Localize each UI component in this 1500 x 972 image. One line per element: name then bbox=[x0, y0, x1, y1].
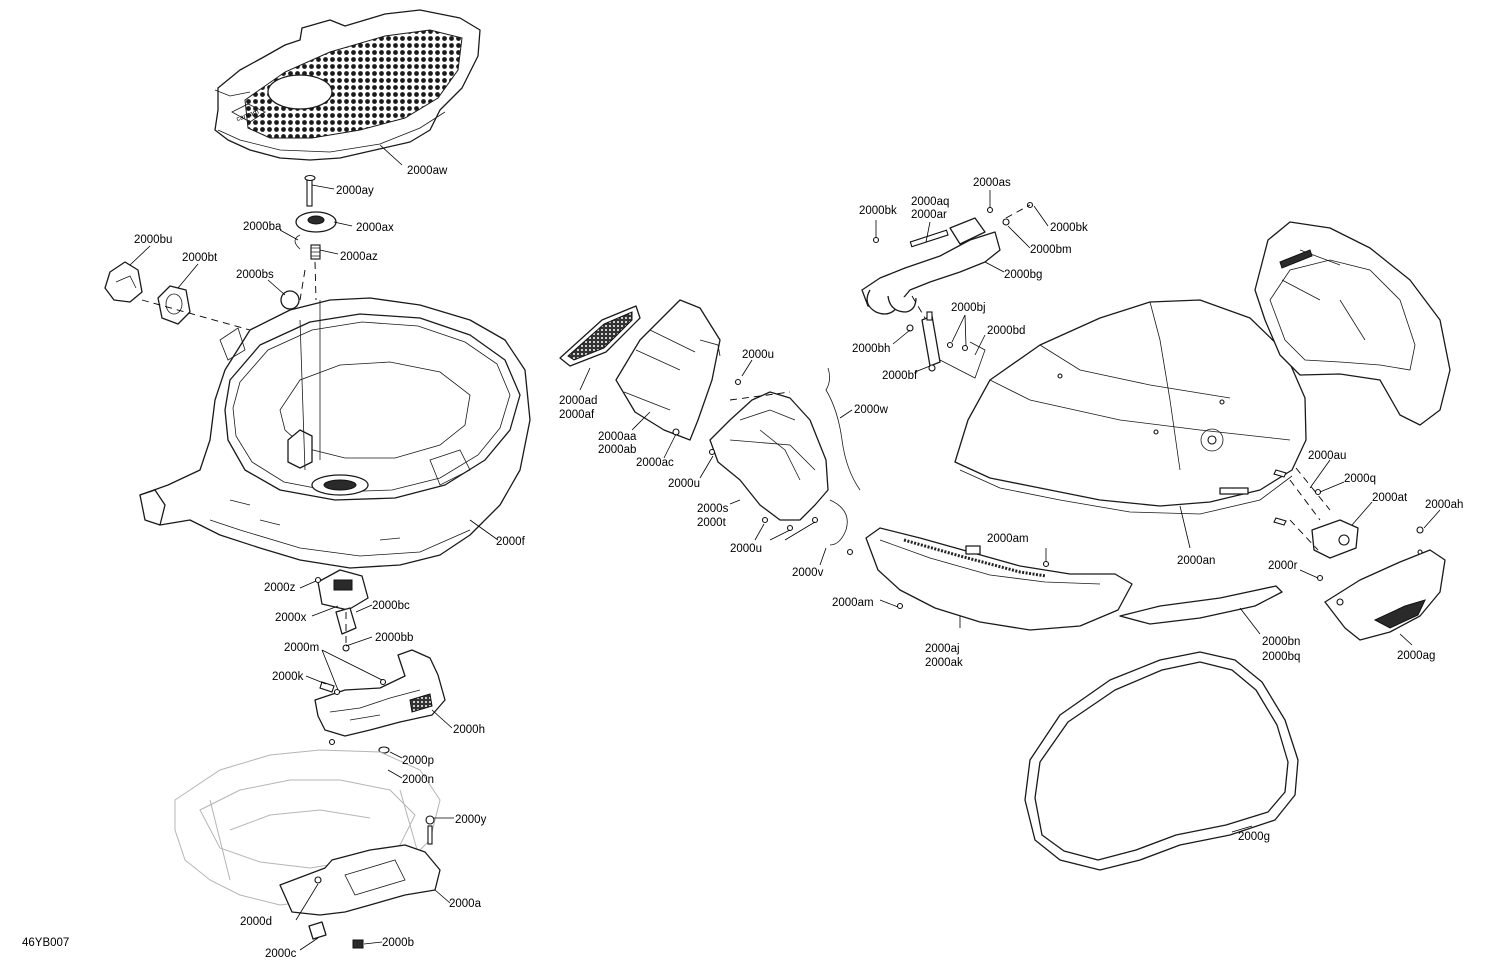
lid bbox=[954, 299, 1307, 515]
badge-cover bbox=[1324, 526, 1446, 641]
callout-2000bs: 2000bs bbox=[236, 269, 274, 281]
assembly-lines bbox=[299, 204, 1331, 645]
trim-strip bbox=[1119, 585, 1283, 625]
callout-2000bt: 2000bt bbox=[182, 252, 218, 264]
callout-2000ar: 2000ar bbox=[911, 209, 947, 221]
callout-2000k: 2000k bbox=[272, 671, 304, 683]
callout-2000ab: 2000ab bbox=[598, 444, 636, 456]
callout-2000at: 2000at bbox=[1372, 492, 1408, 504]
hinge-strut bbox=[861, 201, 1034, 379]
callout-2000bg: 2000bg bbox=[1004, 269, 1042, 281]
lower-bracket bbox=[314, 649, 446, 772]
cable-w bbox=[825, 367, 861, 556]
callout-2000bb: 2000bb bbox=[375, 632, 413, 644]
callout-2000m: 2000m bbox=[284, 642, 319, 654]
hardware-stack-top bbox=[294, 174, 337, 301]
callout-2000b: 2000b bbox=[382, 937, 414, 949]
callout-2000af: 2000af bbox=[559, 409, 595, 421]
callout-2000ag: 2000ag bbox=[1397, 650, 1435, 662]
mounting-plate bbox=[279, 815, 441, 949]
callout-2000az: 2000az bbox=[340, 251, 378, 263]
callout-2000an: 2000an bbox=[1177, 555, 1215, 567]
callout-2000p: 2000p bbox=[402, 755, 434, 767]
leader-f bbox=[469, 519, 499, 541]
callout-2000r: 2000r bbox=[1268, 560, 1298, 572]
storage-bin bbox=[139, 297, 531, 569]
callout-2000u-left: 2000u bbox=[668, 478, 700, 490]
callout-2000z: 2000z bbox=[264, 582, 296, 594]
callout-2000ax: 2000ax bbox=[356, 222, 394, 234]
callout-2000ac: 2000ac bbox=[636, 457, 674, 469]
rear-latch bbox=[1273, 469, 1359, 582]
callout-2000bc: 2000bc bbox=[372, 600, 410, 612]
callout-2000bf: 2000bf bbox=[882, 370, 918, 382]
callout-2000h: 2000h bbox=[453, 724, 485, 736]
callout-2000bd: 2000bd bbox=[987, 325, 1025, 337]
front-fairing bbox=[865, 527, 1133, 631]
callout-2000as: 2000as bbox=[973, 177, 1011, 189]
mesh-panel bbox=[559, 305, 641, 367]
callout-2000x: 2000x bbox=[275, 612, 307, 624]
callout-2000u-bottom: 2000u bbox=[730, 543, 762, 555]
callout-labels: 2000aw 2000ay 2000ax 2000ba 2000az 2000b… bbox=[134, 165, 1463, 960]
callout-2000ad: 2000ad bbox=[559, 395, 597, 407]
callout-2000aw: 2000aw bbox=[407, 165, 448, 177]
callout-2000ak: 2000ak bbox=[925, 657, 963, 669]
callout-2000bn: 2000bn bbox=[1262, 636, 1300, 648]
callout-2000bh: 2000bh bbox=[852, 343, 890, 355]
callout-2000bk-right: 2000bk bbox=[1050, 222, 1088, 234]
callout-2000c: 2000c bbox=[265, 948, 297, 960]
callout-2000ay: 2000ay bbox=[336, 185, 374, 197]
rear-shell bbox=[1254, 221, 1451, 426]
diagram-id: 46YB007 bbox=[22, 937, 69, 949]
callout-2000au: 2000au bbox=[1308, 450, 1346, 462]
callout-2000s: 2000s bbox=[697, 503, 729, 515]
callout-2000u-top: 2000u bbox=[742, 349, 774, 361]
callout-2000ba: 2000ba bbox=[243, 221, 282, 233]
callout-2000v: 2000v bbox=[792, 567, 824, 579]
latch-assembly bbox=[314, 569, 369, 652]
callout-2000a: 2000a bbox=[449, 898, 482, 910]
callout-2000am-left: 2000am bbox=[832, 597, 874, 609]
callout-2000t: 2000t bbox=[697, 517, 727, 529]
callout-2000d: 2000d bbox=[240, 916, 272, 928]
callout-2000y: 2000y bbox=[455, 814, 487, 826]
callout-2000aj: 2000aj bbox=[925, 643, 960, 655]
callout-2000aa: 2000aa bbox=[598, 431, 637, 443]
callout-2000bk-left: 2000bk bbox=[859, 205, 897, 217]
callout-2000ah: 2000ah bbox=[1425, 499, 1463, 511]
seal-ring bbox=[1024, 651, 1299, 871]
callout-2000bq: 2000bq bbox=[1262, 651, 1300, 663]
side-panel bbox=[708, 378, 829, 532]
callout-2000aq: 2000aq bbox=[911, 196, 949, 208]
side-clips bbox=[104, 261, 300, 331]
callout-2000n: 2000n bbox=[402, 774, 434, 786]
storage-mat: can-am bbox=[214, 9, 481, 161]
callout-2000w: 2000w bbox=[854, 404, 889, 416]
callout-2000g: 2000g bbox=[1238, 831, 1270, 843]
callout-2000bj: 2000bj bbox=[951, 302, 986, 314]
callout-2000bu: 2000bu bbox=[134, 234, 172, 246]
leader-lines bbox=[129, 144, 1441, 951]
center-panel bbox=[615, 299, 721, 441]
callout-2000bm: 2000bm bbox=[1030, 244, 1072, 256]
callout-2000am-top: 2000am bbox=[987, 533, 1029, 545]
callout-2000q: 2000q bbox=[1344, 473, 1376, 485]
callout-2000f: 2000f bbox=[496, 536, 526, 548]
